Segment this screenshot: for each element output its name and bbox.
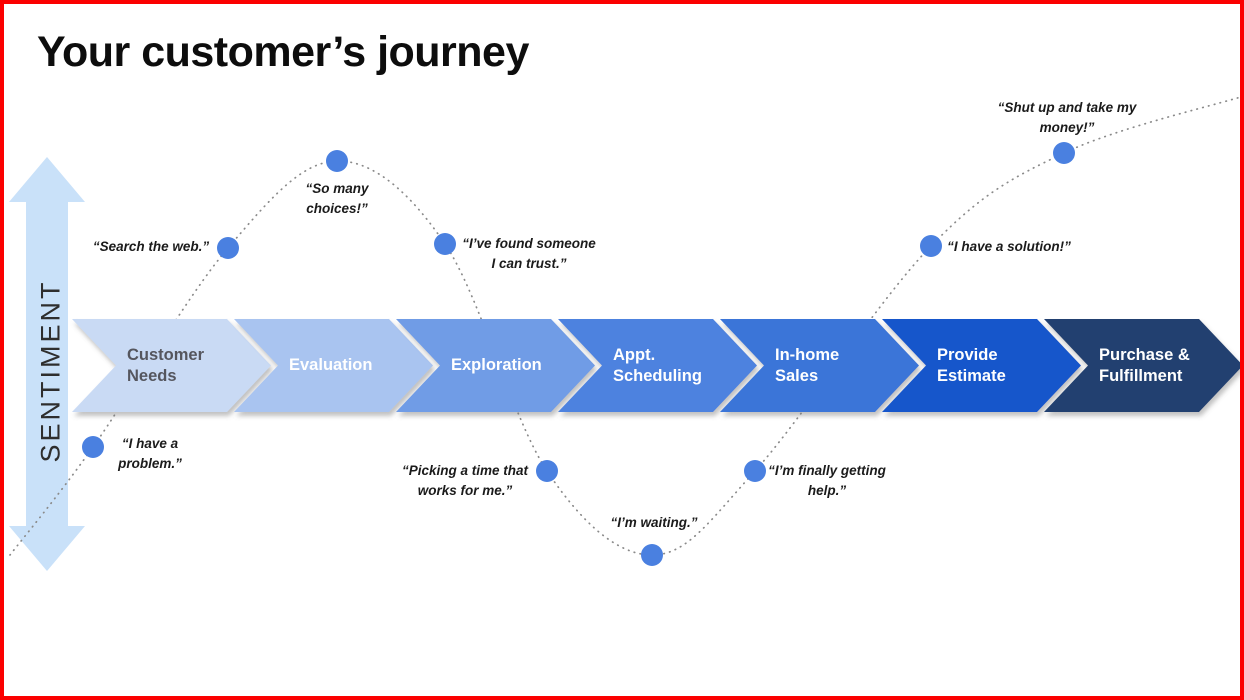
sentiment-axis-arrow [9, 157, 85, 571]
sentiment-dot [744, 460, 766, 482]
quote-label: “I have a problem.” [118, 436, 182, 471]
stage-label: Exploration [451, 356, 542, 375]
slide-title: Your customer’s journey [37, 28, 529, 76]
journey-stage-chevron [882, 319, 1081, 412]
journey-stage-chevron [234, 319, 433, 412]
sentiment-axis-label: SENTIMENT [35, 279, 66, 463]
sentiment-dot [82, 436, 104, 458]
sentiment-curve [9, 96, 1240, 556]
sentiment-dot [641, 544, 663, 566]
quote-label: “I’ve found someone I can trust.” [462, 236, 596, 271]
stage-label: In-home Sales [775, 345, 840, 385]
stage-label: Customer Needs [127, 345, 205, 385]
journey-stage-chevron [72, 319, 271, 412]
quote-label: “Picking a time that works for me.” [401, 463, 529, 498]
sentiment-dot [326, 150, 348, 172]
sentiment-dot [434, 233, 456, 255]
journey-stage-chevron [720, 319, 919, 412]
sentiment-dot [217, 237, 239, 259]
quote-label: “Shut up and take my money!” [997, 100, 1137, 135]
sentiment-dot [920, 235, 942, 257]
quote-label: “I’m waiting.” [610, 515, 698, 530]
stage-label: Evaluation [289, 356, 373, 375]
quote-label: “I have a solution!” [947, 239, 1071, 254]
journey-stage-chevron [396, 319, 595, 412]
sentiment-dot [1053, 142, 1075, 164]
journey-diagram [9, 96, 1240, 571]
journey-stage-chevron [558, 319, 757, 412]
sentiment-dot [536, 460, 558, 482]
stage-label: Purchase & Fulfillment [1099, 345, 1190, 385]
stage-label: Provide Estimate [937, 345, 1006, 385]
quote-label: “I’m finally getting help.” [768, 463, 886, 498]
journey-stage-chevron [1044, 319, 1240, 412]
quote-label: “Search the web.” [92, 239, 210, 254]
stage-label: Appt. Scheduling [613, 345, 702, 385]
quote-label: “So many choices!” [305, 181, 369, 216]
